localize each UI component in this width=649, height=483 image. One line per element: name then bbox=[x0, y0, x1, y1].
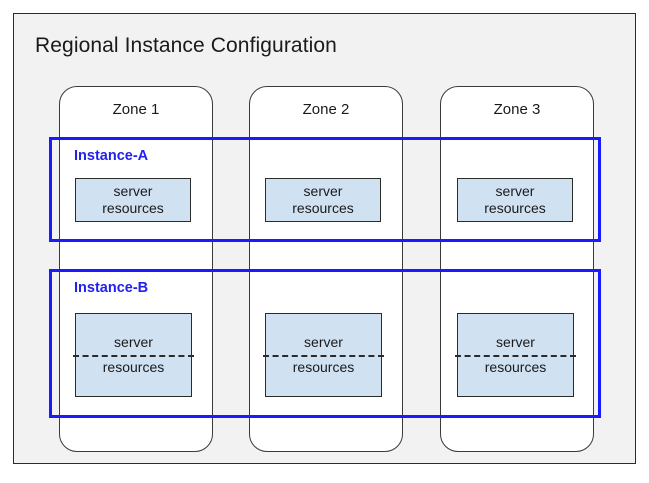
resource-box-a-zone2: server resources bbox=[265, 178, 381, 222]
instance-band-a: Instance-A bbox=[49, 137, 601, 242]
resource-label-b-zone3-line1: server bbox=[496, 334, 535, 350]
dashed-divider-icon bbox=[263, 355, 384, 357]
resource-label-a-zone2: server resources bbox=[266, 183, 380, 217]
resource-box-b-zone3: server resources bbox=[455, 313, 576, 397]
instance-label-b: Instance-B bbox=[74, 280, 149, 296]
resource-line1: server bbox=[113, 183, 153, 199]
resource-label-a-zone3: server resources bbox=[458, 183, 572, 217]
instance-label-a: Instance-A bbox=[74, 148, 149, 164]
region-container: Regional Instance Configuration Zone 1 Z… bbox=[13, 13, 636, 464]
resource-label-b-zone1-line2: resources bbox=[102, 359, 165, 375]
resource-line2: resources bbox=[102, 200, 164, 216]
resource-line1: server bbox=[303, 183, 343, 199]
resource-label-b-zone1-line1: server bbox=[114, 334, 153, 350]
resource-line1: server bbox=[495, 183, 535, 199]
resource-line2: resources bbox=[292, 200, 354, 216]
resource-line2: resources bbox=[484, 200, 546, 216]
page-title: Regional Instance Configuration bbox=[35, 34, 337, 57]
resource-label-b-zone2-line1: server bbox=[304, 334, 343, 350]
resource-label-a-zone1: server resources bbox=[76, 183, 190, 217]
dashed-divider-icon bbox=[73, 355, 194, 357]
zone-label-3: Zone 3 bbox=[493, 101, 541, 118]
resource-label-b-zone3-line2: resources bbox=[484, 359, 547, 375]
resource-label-b-zone2-line2: resources bbox=[292, 359, 355, 375]
zone-label-2: Zone 2 bbox=[302, 101, 350, 118]
resource-box-b-zone2: server resources bbox=[263, 313, 384, 397]
resource-box-a-zone3: server resources bbox=[457, 178, 573, 222]
dashed-divider-icon bbox=[455, 355, 576, 357]
instance-band-b: Instance-B bbox=[49, 269, 601, 418]
resource-box-b-zone1: server resources bbox=[73, 313, 194, 397]
zone-label-1: Zone 1 bbox=[112, 101, 160, 118]
resource-box-a-zone1: server resources bbox=[75, 178, 191, 222]
